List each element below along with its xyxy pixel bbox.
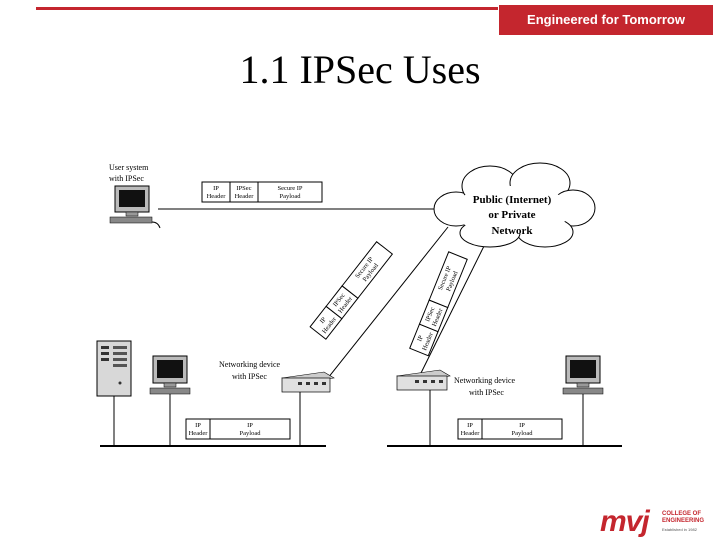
top-packet-ipsec-header-2: Header — [235, 193, 255, 200]
cloud-label-line-2: or Private — [488, 209, 535, 221]
left-tunnel-packet: IP Header IPSec Header Secure IP Payload — [309, 241, 394, 340]
left-tunnel-line — [319, 226, 449, 389]
right-device-label-line-2: with IPSec — [469, 388, 504, 397]
left-device-label-line-1: Networking device — [219, 360, 281, 369]
left-tunnel-ip-header-1: IP — [319, 316, 328, 325]
right-tunnel-packet: IP Header IPSec Header Secure IP Payload — [409, 251, 468, 357]
logo-mark: mvj — [600, 505, 650, 538]
right-device-label-line-1: Networking device — [454, 376, 516, 385]
right-lan-ip-payload-1: IP — [519, 422, 525, 429]
server-tower-icon — [96, 340, 132, 446]
accent-line — [36, 7, 498, 10]
user-computer-icon — [109, 185, 161, 229]
right-tunnel-line — [419, 237, 489, 376]
left-router-icon — [281, 371, 335, 446]
left-lan-ip-payload-2: Payload — [240, 430, 262, 437]
right-lan-ip-header-1: IP — [467, 422, 473, 429]
top-packet-ipsec-header-1: IPSec — [236, 185, 251, 192]
top-packet-ip-header-2: Header — [207, 193, 227, 200]
logo-college-line-2: ENGINEERING — [662, 518, 705, 524]
left-device-label-line-2: with IPSec — [232, 372, 267, 381]
left-lan-packet: IP Header IP Payload — [185, 418, 291, 440]
top-packet-ip-header-1: IP — [213, 185, 219, 192]
cloud-label-line-1: Public (Internet) — [473, 194, 552, 206]
cloud-label-line-3: Network — [492, 225, 534, 237]
right-lan-packet: IP Header IP Payload — [457, 418, 563, 440]
top-packet-payload-2: Payload — [280, 193, 302, 200]
user-system-label-line-2: with IPSec — [109, 174, 144, 183]
right-lan-ip-header-2: Header — [461, 430, 481, 437]
right-lan-ip-payload-2: Payload — [512, 430, 534, 437]
left-lan-ip-header-2: Header — [189, 430, 209, 437]
left-lan-ip-payload-1: IP — [247, 422, 253, 429]
user-system-label-line-1: User system — [109, 163, 149, 172]
network-cloud — [433, 162, 596, 248]
brand-banner: Engineered for Tomorrow — [499, 5, 713, 35]
college-logo: mvj COLLEGE OF ENGINEERING Established i… — [600, 505, 720, 540]
logo-established: Established in 1982 — [662, 527, 697, 532]
logo-college-line-1: COLLEGE OF — [662, 511, 701, 517]
brand-tagline: Engineered for Tomorrow — [527, 12, 685, 27]
right-workstation-icon — [562, 355, 604, 446]
left-lan-ip-header-1: IP — [195, 422, 201, 429]
logo-college-name: COLLEGE OF ENGINEERING — [662, 511, 704, 525]
left-workstation-icon — [149, 355, 191, 446]
right-tunnel-ip-header-1: IP — [416, 334, 425, 342]
left-frame — [0, 0, 18, 540]
slide-title: 1.1 IPSec Uses — [239, 47, 481, 92]
right-router-icon — [396, 369, 451, 446]
top-packet-payload-1: Secure IP — [277, 185, 302, 192]
top-packet: IP Header IPSec Header Secure IP Payload — [201, 181, 323, 203]
